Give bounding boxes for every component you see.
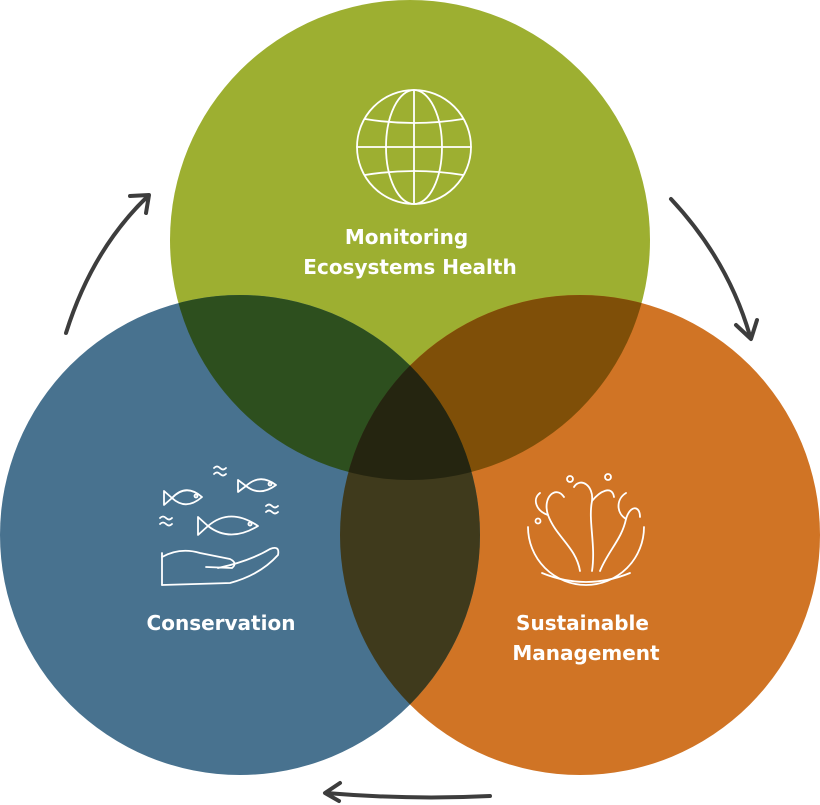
globe-icon [356, 89, 472, 205]
coral-icon [527, 473, 645, 586]
conservation-label-line-1: Conservation [147, 611, 296, 635]
monitoring-label-line-2: Ecosystems Health [303, 255, 516, 279]
sustainable-label-line-1: Sustainable [516, 611, 649, 635]
arrow-sustainable-to-conservation [323, 781, 492, 803]
arrow-conservation-to-monitoring [64, 193, 151, 335]
overlap-monitoring-sustainable [340, 295, 650, 480]
sustainable-label-line-2: Management [512, 641, 660, 665]
sustainable-label: Sustainable Management [512, 611, 660, 665]
fish-in-hand-icon [159, 465, 280, 586]
monitoring-label: Monitoring Ecosystems Health [303, 225, 516, 279]
overlap-monitoring-conservation [170, 295, 480, 480]
arrow-monitoring-to-sustainable [669, 197, 759, 341]
conservation-label: Conservation [147, 611, 296, 635]
monitoring-label-line-1: Monitoring [345, 225, 468, 249]
